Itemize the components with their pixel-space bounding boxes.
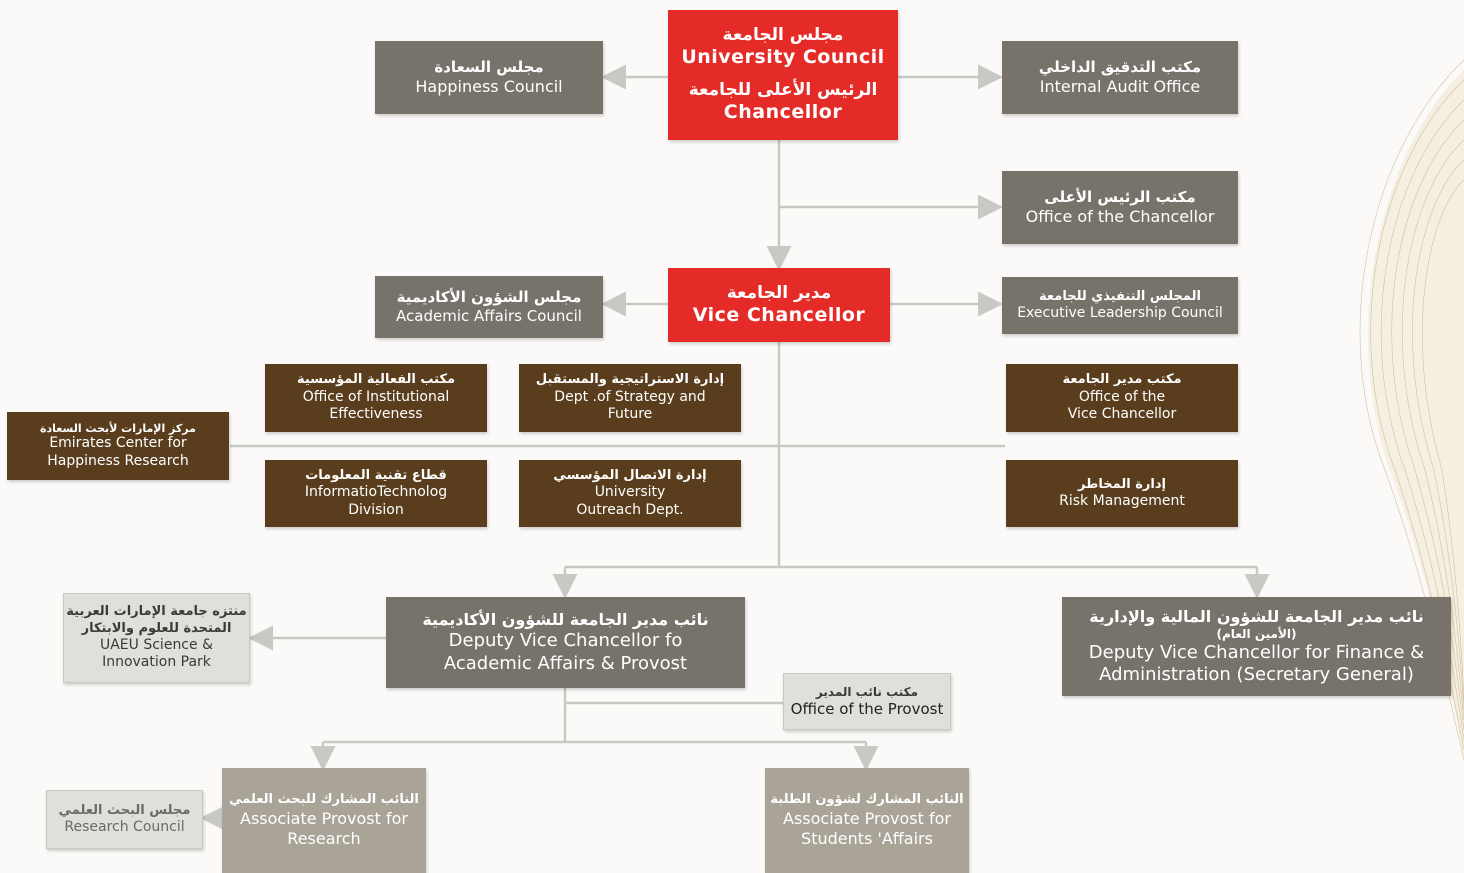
university-council-chancellor-box: مجلس الجامعة University Council الرئيس ا… <box>668 10 898 140</box>
office-vice-chancellor-en2: Vice Chancellor <box>1067 406 1177 423</box>
science-park-ar2: المتحدة للعلوم والابتكار <box>81 620 232 636</box>
office-vice-chancellor-box: مكتب مدير الجامعة Office of the Vice Cha… <box>1006 364 1238 432</box>
office-provost-ar: مكتب نائب المدير <box>815 684 919 699</box>
happiness-council-box: مجلس السعادة Happiness Council <box>375 41 603 114</box>
finance-admin-ar2: (الأمين العام) <box>1216 626 1297 641</box>
internal-audit-ar: مكتب التدقيق الداخلي <box>1038 58 1202 77</box>
strategy-future-ar: إدارة الاستراتيجية والمستقبل <box>535 372 725 388</box>
it-division-box: قطاع تقنية المعلومات InformatioTechnolog… <box>265 460 487 527</box>
outreach-en2: Outreach Dept. <box>576 501 684 518</box>
it-division-ar: قطاع تقنية المعلومات <box>305 467 447 483</box>
outreach-box: إدارة الاتصال المؤسسي University Outreac… <box>519 460 741 527</box>
provost-box: نائب مدير الجامعة للشؤون الأكاديمية Depu… <box>386 597 745 688</box>
executive-leadership-council-ar: المجلس التنفيذي للجامعة <box>1039 288 1201 304</box>
chancellor-en: Chancellor <box>723 101 843 124</box>
institutional-effectiveness-box: مكتب الفعالية المؤسسية Office of Institu… <box>265 364 487 432</box>
office-provost-box: مكتب نائب المدير Office of the Provost <box>783 673 951 730</box>
assoc-provost-students-ar: النائب المشارك لشؤون الطلبة <box>770 792 964 808</box>
assoc-provost-students-box: النائب المشارك لشؤون الطلبة Associate Pr… <box>765 768 969 873</box>
university-council-en: University Council <box>681 46 885 69</box>
science-park-en1: UAEU Science & <box>99 636 213 653</box>
risk-management-ar: إدارة المخاطر <box>1078 476 1166 492</box>
outreach-en1: University <box>594 484 666 501</box>
research-council-en: Research Council <box>64 818 185 835</box>
assoc-provost-students-en2: Students 'Affairs <box>801 828 933 848</box>
outreach-ar: إدارة الاتصال المؤسسي <box>553 467 707 483</box>
happiness-council-ar: مجلس السعادة <box>434 58 544 77</box>
executive-leadership-council-box: المجلس التنفيذي للجامعة Executive Leader… <box>1002 277 1238 334</box>
science-park-en2: Innovation Park <box>102 654 211 671</box>
finance-admin-en1: Deputy Vice Chancellor for Finance & <box>1088 641 1425 663</box>
office-chancellor-box: مكتب الرئيس الأعلى Office of the Chancel… <box>1002 171 1238 244</box>
office-vice-chancellor-ar: مكتب مدير الجامعة <box>1062 372 1182 388</box>
academic-affairs-council-en: Academic Affairs Council <box>396 307 582 325</box>
risk-management-en: Risk Management <box>1059 492 1185 509</box>
research-council-ar: مجلس البحث العلمي <box>58 802 191 818</box>
assoc-provost-research-ar: النائب المشارك للبحث العلمي <box>229 792 419 808</box>
finance-admin-ar1: نائب مدير الجامعة للشؤون المالية والإدار… <box>1089 606 1424 626</box>
academic-affairs-council-ar: مجلس الشؤون الأكاديمية <box>396 288 582 307</box>
risk-management-box: إدارة المخاطر Risk Management <box>1006 460 1238 527</box>
institutional-effectiveness-en1: Office of Institutional <box>302 388 450 405</box>
science-park-box: منتزه جامعة الإمارات العربية المتحدة للع… <box>63 593 250 683</box>
finance-admin-box: نائب مدير الجامعة للشؤون المالية والإدار… <box>1062 597 1451 696</box>
chancellor-ar: الرئيس الأعلى للجامعة <box>688 80 878 100</box>
office-chancellor-ar: مكتب الرئيس الأعلى <box>1044 188 1196 207</box>
academic-affairs-council-box: مجلس الشؤون الأكاديمية Academic Affairs … <box>375 276 603 338</box>
office-provost-en: Office of the Provost <box>790 699 944 718</box>
provost-ar: نائب مدير الجامعة للشؤون الأكاديمية <box>422 610 709 629</box>
institutional-effectiveness-ar: مكتب الفعالية المؤسسية <box>296 372 456 388</box>
assoc-provost-research-en2: Research <box>287 828 361 848</box>
strategy-future-en1: Dept .of Strategy and <box>554 388 706 405</box>
executive-leadership-council-en: Executive Leadership Council <box>1017 304 1223 321</box>
internal-audit-box: مكتب التدقيق الداخلي Internal Audit Offi… <box>1002 41 1238 114</box>
institutional-effectiveness-en2: Effectiveness <box>329 406 423 423</box>
office-chancellor-en: Office of the Chancellor <box>1025 206 1215 226</box>
happiness-research-en2: Happiness Research <box>47 452 189 469</box>
assoc-provost-research-en1: Associate Provost for <box>240 808 408 828</box>
vice-chancellor-en: Vice Chancellor <box>692 303 866 326</box>
happiness-council-en: Happiness Council <box>415 76 563 96</box>
happiness-research-box: مركز الإمارات لأبحث السعادة Emirates Cen… <box>7 412 229 480</box>
strategy-future-en2: Future <box>607 406 653 423</box>
university-council-ar: مجلس الجامعة <box>722 25 844 45</box>
vice-chancellor-box: مدير الجامعة Vice Chancellor <box>668 268 890 342</box>
office-vice-chancellor-en1: Office of the <box>1078 388 1166 405</box>
provost-en2: Academic Affairs & Provost <box>443 652 688 674</box>
assoc-provost-research-box: النائب المشارك للبحث العلمي Associate Pr… <box>222 768 426 873</box>
provost-en1: Deputy Vice Chancellor fo <box>448 630 683 651</box>
happiness-research-ar: مركز الإمارات لأبحث السعادة <box>40 421 196 435</box>
internal-audit-en: Internal Audit Office <box>1039 76 1201 96</box>
it-division-en2: Division <box>348 501 404 518</box>
science-park-ar1: منتزه جامعة الإمارات العربية <box>66 604 247 620</box>
strategy-future-box: إدارة الاستراتيجية والمستقبل Dept .of St… <box>519 364 741 432</box>
happiness-research-en1: Emirates Center for <box>49 435 187 452</box>
finance-admin-en2: Administration (Secretary General) <box>1099 664 1414 685</box>
vice-chancellor-ar: مدير الجامعة <box>726 282 832 303</box>
research-council-box: مجلس البحث العلمي Research Council <box>46 790 203 849</box>
assoc-provost-students-en1: Associate Provost for <box>783 808 951 828</box>
it-division-en1: InformatioTechnolog <box>304 484 448 501</box>
